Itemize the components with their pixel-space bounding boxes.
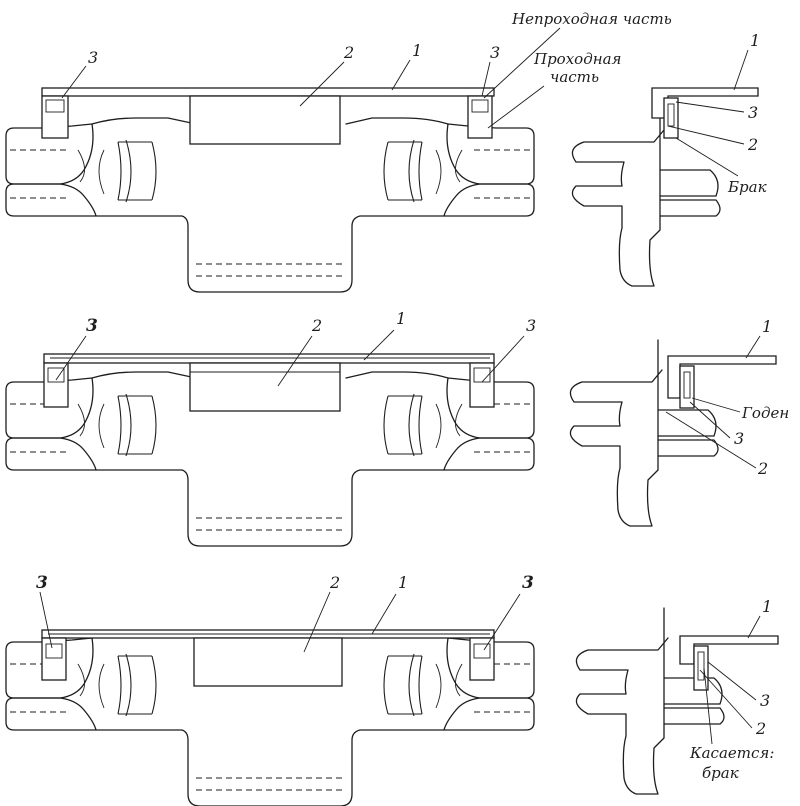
side1-num-2: 2 xyxy=(747,135,758,154)
gauge-body-3 xyxy=(193,637,343,687)
label-pass-part-1: Проходная xyxy=(533,50,621,68)
row3-num-3-left: 3 xyxy=(36,573,48,593)
row-3-side-view: 1 3 2 Касается: брак xyxy=(575,597,779,795)
side3-num-1: 1 xyxy=(762,597,772,616)
side2-num-3: 3 xyxy=(734,429,744,448)
side3-label-touches: Касается: xyxy=(689,744,774,762)
label-pass-part-2: часть xyxy=(550,68,599,86)
gauge-body-1 xyxy=(189,95,341,145)
row3-num-3-right: 3 xyxy=(522,573,534,593)
row2-num-3-right: 3 xyxy=(526,316,536,335)
row3-num-2: 2 xyxy=(329,573,340,592)
side2-num-2: 2 xyxy=(757,459,768,478)
row-1-front-view: 3 2 1 3 Непроходная часть Проходная част… xyxy=(5,10,672,293)
gauge-plate-2 xyxy=(43,353,495,364)
side1-num-3: 3 xyxy=(748,103,758,122)
label-num-1: 1 xyxy=(412,41,422,60)
side1-num-1: 1 xyxy=(750,31,760,50)
row3-num-1: 1 xyxy=(398,573,408,592)
row-2-side-view: 1 Годен 3 2 xyxy=(569,317,789,527)
gauge-plate-1 xyxy=(41,87,495,97)
row2-num-3-left: 3 xyxy=(86,316,98,336)
row-1-side-view: 1 3 2 Брак xyxy=(571,31,767,287)
side2-label-good: Годен xyxy=(741,404,789,422)
row-3-front-view: 3 2 1 3 xyxy=(5,573,535,806)
label-num-3-right: 3 xyxy=(490,43,500,62)
side3-num-2: 2 xyxy=(755,719,766,738)
row2-num-1: 1 xyxy=(396,309,406,328)
side3-num-3: 3 xyxy=(760,691,770,710)
side1-label-reject: Брак xyxy=(727,178,767,196)
side3-label-touches-reject: брак xyxy=(702,764,739,782)
label-num-2: 2 xyxy=(343,43,354,62)
row2-num-2: 2 xyxy=(311,316,322,335)
label-nonpass-part: Непроходная часть xyxy=(511,10,672,28)
gauge-body-2 xyxy=(189,362,341,412)
row-2-front-view: 3 2 1 3 xyxy=(5,309,536,547)
label-num-3-left: 3 xyxy=(88,48,98,67)
side2-num-1: 1 xyxy=(762,317,772,336)
